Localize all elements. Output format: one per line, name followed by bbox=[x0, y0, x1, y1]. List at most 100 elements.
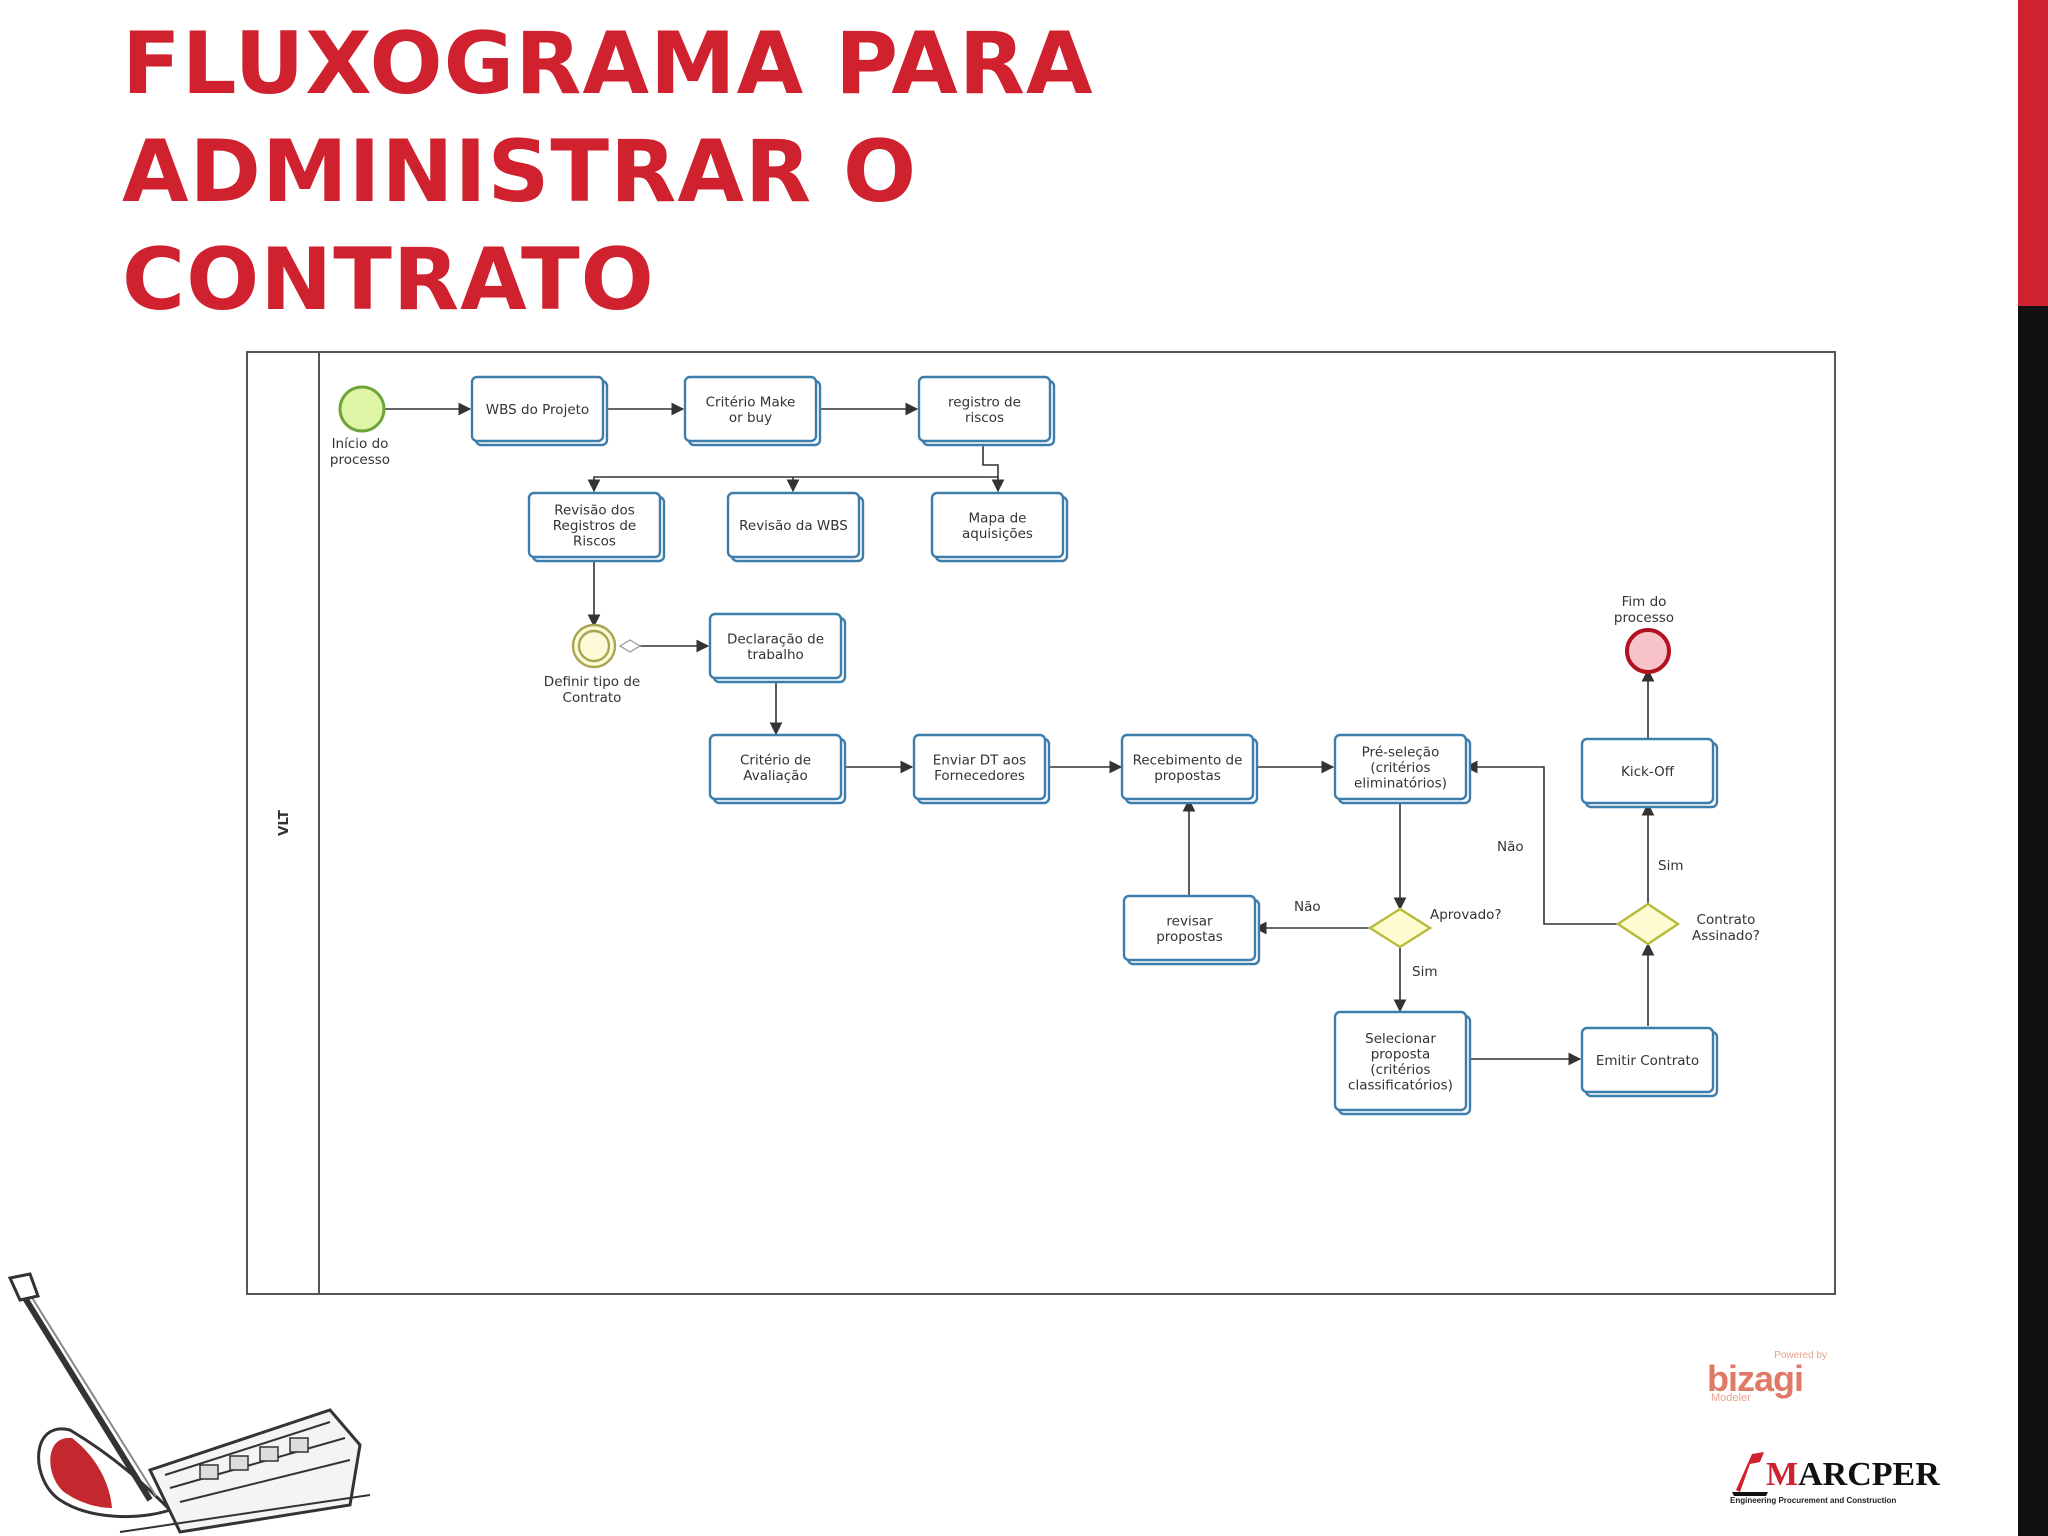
page-title: FLUXOGRAMA PARA ADMINISTRAR O CONTRATO bbox=[122, 10, 1094, 334]
task-box bbox=[708, 733, 843, 801]
task-box bbox=[1120, 733, 1255, 801]
task-label-line: aquisições bbox=[962, 526, 1033, 542]
task-label-line: Avaliação bbox=[743, 768, 807, 784]
task-kick-off: Kick-Off bbox=[1580, 737, 1719, 809]
task-label-line: Kick-Off bbox=[1621, 764, 1675, 780]
label-line: processo bbox=[330, 452, 390, 468]
task-label-line: Riscos bbox=[573, 534, 616, 550]
marcper-wordmark: MARCPER bbox=[1766, 1456, 1940, 1494]
label-line: Contrato bbox=[1697, 912, 1756, 928]
marcper-rest: ARCPER bbox=[1798, 1456, 1940, 1493]
marcper-hammer-icon bbox=[1732, 1452, 1768, 1496]
task-label-line: revisar bbox=[1166, 913, 1213, 929]
task-label-line: Critério Make bbox=[706, 394, 796, 410]
task-label-line: eliminatórios) bbox=[1354, 776, 1447, 792]
task-label-line: classificatórios) bbox=[1348, 1077, 1453, 1093]
task-box bbox=[708, 612, 843, 680]
label-nao-assinado: Não bbox=[1497, 839, 1524, 855]
label-line: Definir tipo de bbox=[544, 674, 640, 690]
title-line-3: CONTRATO bbox=[122, 230, 655, 330]
marcper-tagline: Engineering Procurement and Construction bbox=[1730, 1496, 1897, 1505]
task-label: Revisão da WBS bbox=[739, 518, 848, 534]
label-sim-aprovado: Sim bbox=[1412, 964, 1437, 980]
task-label-line: propostas bbox=[1156, 929, 1223, 945]
task-label-line: Recebimento de bbox=[1133, 752, 1243, 768]
task-label-line: proposta bbox=[1371, 1046, 1431, 1062]
guitar-train-logo bbox=[7, 1272, 371, 1534]
task-label-line: Revisão dos bbox=[554, 503, 635, 519]
label-line: Início do bbox=[332, 436, 389, 452]
label-line: processo bbox=[1614, 610, 1674, 626]
sequence-flows bbox=[385, 402, 1655, 1066]
start-event-icon bbox=[338, 385, 386, 433]
task-box bbox=[1580, 1026, 1715, 1094]
task-box bbox=[917, 375, 1052, 443]
end-event-icon bbox=[1625, 628, 1671, 674]
task-box bbox=[1333, 1010, 1468, 1112]
flow-to-rev-riscos bbox=[587, 476, 998, 493]
label-line: Contrato bbox=[563, 690, 622, 706]
bizagi-powered-by: Powered by bbox=[1774, 1350, 1827, 1361]
task-box bbox=[726, 491, 861, 559]
task-label: Kick-Off bbox=[1621, 764, 1675, 780]
task-label-line: Declaração de bbox=[727, 631, 824, 647]
task-label-line: propostas bbox=[1154, 768, 1221, 784]
task-label-line: (critérios bbox=[1370, 1062, 1430, 1078]
label-nao-aprovado: Não bbox=[1294, 899, 1321, 915]
gateway-aprovado-label: Aprovado? bbox=[1430, 907, 1502, 923]
task-label: WBS do Projeto bbox=[486, 402, 589, 418]
accent-bar-black bbox=[2018, 306, 2048, 1536]
task-box bbox=[527, 491, 662, 559]
task-label-line: (critérios bbox=[1370, 760, 1430, 776]
task-label-line: Registros de bbox=[553, 518, 636, 534]
association-diamond-icon bbox=[618, 639, 642, 653]
task-emitir-contrato: Emitir Contrato bbox=[1580, 1026, 1719, 1098]
flow-assinado-nao bbox=[1464, 760, 1618, 925]
bizagi-wordmark: bizagi bbox=[1707, 1358, 1804, 1399]
task-label-line: WBS do Projeto bbox=[486, 402, 589, 418]
task-label-line: Pré-seleção bbox=[1362, 745, 1440, 761]
task-label-line: Critério de bbox=[740, 752, 811, 768]
task-label-line: or buy bbox=[729, 410, 772, 426]
task-label-line: Revisão da WBS bbox=[739, 518, 848, 534]
task-box bbox=[1580, 737, 1715, 805]
task-label: Emitir Contrato bbox=[1596, 1053, 1699, 1069]
flow-riscos-mapa bbox=[982, 441, 1005, 493]
marcper-logo: MARCPER Engineering Procurement and Cons… bbox=[1730, 1440, 1960, 1510]
task-box bbox=[912, 733, 1047, 801]
gateway-assinado-icon bbox=[1615, 902, 1681, 946]
task-box bbox=[683, 375, 818, 443]
task-label-line: Fornecedores bbox=[934, 768, 1025, 784]
label-line: Assinado? bbox=[1692, 928, 1760, 944]
bizagi-logo: Powered by bizagi Modeler bbox=[1705, 1350, 1835, 1406]
gateway-aprovado-icon bbox=[1367, 907, 1433, 949]
task-label-line: Mapa de bbox=[969, 510, 1027, 526]
task-box bbox=[930, 491, 1065, 559]
task-label-line: Selecionar bbox=[1365, 1031, 1436, 1047]
bizagi-modeler: Modeler bbox=[1711, 1392, 1751, 1404]
task-label-line: riscos bbox=[965, 410, 1004, 426]
